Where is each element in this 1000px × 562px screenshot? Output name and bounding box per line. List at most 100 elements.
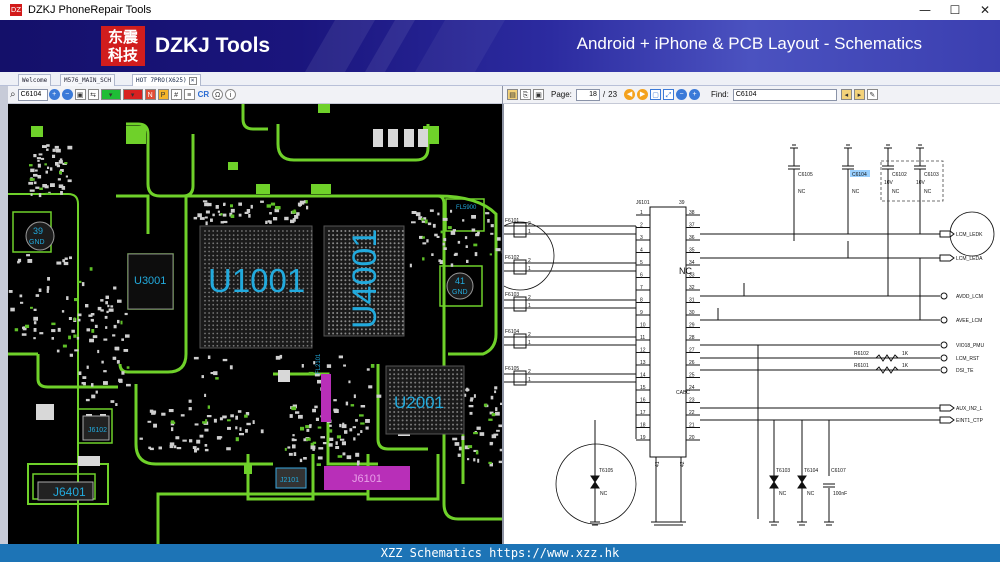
minimize-button[interactable]: — bbox=[919, 3, 931, 17]
actual-size-icon[interactable]: ▢ bbox=[650, 89, 662, 100]
fuse-ref: F6101 bbox=[505, 218, 519, 224]
close-icon[interactable]: × bbox=[188, 77, 197, 85]
cap-value: NC bbox=[924, 189, 932, 195]
ic-pin-left: 2 bbox=[640, 223, 643, 229]
cap-volt: 10V bbox=[884, 180, 894, 186]
find-next-icon[interactable]: ▸ bbox=[853, 89, 865, 100]
maximize-button[interactable]: ☐ bbox=[949, 3, 961, 17]
bottom-part-ref: C6107 bbox=[831, 468, 846, 474]
close-button[interactable]: ✕ bbox=[979, 3, 991, 17]
ic-pin-right: 33 bbox=[689, 273, 695, 279]
ic-pin-right: 32 bbox=[689, 285, 695, 291]
page-label: Page: bbox=[551, 90, 572, 99]
flip-icon[interactable]: ⇆ bbox=[87, 89, 99, 100]
pcb-label-j6102: J6102 bbox=[88, 427, 107, 434]
ic-pin-left: 16 bbox=[640, 398, 646, 404]
ic-pin-right: 34 bbox=[689, 260, 695, 266]
cap-ref: C6103 bbox=[924, 172, 939, 178]
pcb-label-j6401: J6401 bbox=[53, 485, 86, 499]
split-divider[interactable] bbox=[502, 86, 504, 544]
status-bar: XZZ Schematics https://www.xzz.hk bbox=[0, 544, 1000, 562]
pcb-label-gnd2: GND bbox=[452, 289, 468, 296]
layer-icon[interactable]: ≡ bbox=[183, 89, 195, 100]
net-label: AUX_IN2_L bbox=[956, 406, 983, 412]
brand-logo: 东震 科技 bbox=[101, 26, 145, 66]
cap-ref: C6105 bbox=[798, 172, 813, 178]
fuse-ref: F6104 bbox=[505, 329, 519, 335]
window-title: DZKJ PhoneRepair Tools bbox=[28, 4, 152, 16]
ic-pin-right: 22 bbox=[689, 410, 695, 416]
svg-text:1: 1 bbox=[528, 229, 531, 235]
zoom-out-icon[interactable]: − bbox=[61, 89, 73, 100]
grid-icon[interactable]: # bbox=[170, 89, 182, 100]
copy-icon[interactable]: ⎘ bbox=[520, 89, 531, 100]
net-label: DSI_TE bbox=[956, 368, 974, 374]
ic-pin-right: 35 bbox=[689, 248, 695, 254]
bottom-part-value: NC bbox=[807, 491, 815, 497]
tab-hot7pro[interactable]: HOT 7PRO(X625)× bbox=[132, 74, 201, 86]
tab-main-sch[interactable]: M576_MAIN_SCH bbox=[60, 74, 115, 86]
ic-pin-left: 14 bbox=[640, 373, 646, 379]
svg-text:2: 2 bbox=[528, 221, 531, 227]
cap-value: NC bbox=[798, 189, 806, 195]
sch-zoom-in-icon[interactable]: + bbox=[689, 89, 701, 100]
next-page-icon[interactable]: ▶ bbox=[637, 89, 649, 100]
svg-text:2: 2 bbox=[528, 295, 531, 301]
highlight-icon[interactable]: ✎ bbox=[866, 89, 878, 100]
resistor-ref: R6101 bbox=[854, 363, 869, 369]
ic-pin-right: 38 bbox=[689, 210, 695, 216]
tab-welcome[interactable]: Welcome bbox=[18, 74, 52, 86]
page-input[interactable]: 18 bbox=[575, 88, 600, 101]
bottom-part-value: NC bbox=[779, 491, 787, 497]
ic-pin-left: 13 bbox=[640, 360, 646, 366]
cap-ref: C6104 bbox=[852, 172, 867, 178]
ic-pin-right: 23 bbox=[689, 398, 695, 404]
open-icon[interactable]: ▤ bbox=[507, 89, 518, 100]
ic-pin-right: 25 bbox=[689, 373, 695, 379]
part-icon[interactable]: P bbox=[157, 89, 169, 100]
find-input[interactable]: C6104 bbox=[732, 88, 837, 101]
pcb-label-j2101: J2101 bbox=[280, 477, 299, 484]
zoom-in-icon[interactable]: + bbox=[48, 89, 60, 100]
net-icon[interactable]: N bbox=[144, 89, 156, 100]
svg-text:2: 2 bbox=[528, 332, 531, 338]
page-total: 23 bbox=[608, 90, 618, 99]
ohm-icon[interactable]: Ω bbox=[212, 89, 224, 100]
cr-button[interactable]: CR bbox=[197, 90, 210, 99]
net-label: AVDD_LCM bbox=[956, 294, 983, 300]
document-tabs: Welcome M576_MAIN_SCH HOT 7PRO(X625)× bbox=[0, 72, 1000, 86]
fit-view-icon[interactable]: ▣ bbox=[74, 89, 86, 100]
resistor-ref: R6102 bbox=[854, 351, 869, 357]
ic-pin-left: 10 bbox=[640, 323, 646, 329]
pcb-search-input[interactable]: C6104 bbox=[17, 88, 48, 101]
fuse-ref: F6102 bbox=[505, 255, 519, 261]
fit-page-icon[interactable]: ▣ bbox=[533, 89, 544, 100]
svg-text:1: 1 bbox=[528, 340, 531, 346]
ic-pin-left: 17 bbox=[640, 410, 646, 416]
layer-color-icon[interactable]: ▾ bbox=[100, 89, 121, 100]
highlight-color-icon[interactable]: ▾ bbox=[122, 89, 143, 100]
ic-bottom-pin-41: 41 bbox=[655, 461, 661, 467]
fit-width-icon[interactable]: ⤢ bbox=[663, 89, 675, 100]
page-separator: / bbox=[602, 90, 606, 99]
bottom-part-ref: T6103 bbox=[776, 468, 790, 474]
find-prev-icon[interactable]: ◂ bbox=[840, 89, 852, 100]
resistor-value: 1K bbox=[902, 351, 909, 357]
ic-pin-right: 26 bbox=[689, 360, 695, 366]
pcb-label-j6101: J6101 bbox=[352, 473, 382, 485]
svg-text:1: 1 bbox=[528, 377, 531, 383]
fuse-ref: F6105 bbox=[505, 366, 519, 372]
ic-pin-left: 18 bbox=[640, 423, 646, 429]
prev-page-icon[interactable]: ◀ bbox=[624, 89, 636, 100]
info-icon[interactable]: i bbox=[225, 89, 237, 100]
sch-zoom-out-icon[interactable]: − bbox=[676, 89, 688, 100]
ic-center-label: NC bbox=[679, 266, 692, 276]
fuse-ref: F6103 bbox=[505, 292, 519, 298]
find-label: Find: bbox=[711, 90, 729, 99]
pcb-layout-view[interactable]: U1001 U4001 U3001 U2001 J6401 J6101 J610… bbox=[8, 104, 503, 544]
ic-pin-right: 21 bbox=[689, 423, 695, 429]
svg-text:2: 2 bbox=[528, 369, 531, 375]
left-edge bbox=[0, 86, 8, 544]
ic-pin-right: 20 bbox=[689, 435, 695, 441]
